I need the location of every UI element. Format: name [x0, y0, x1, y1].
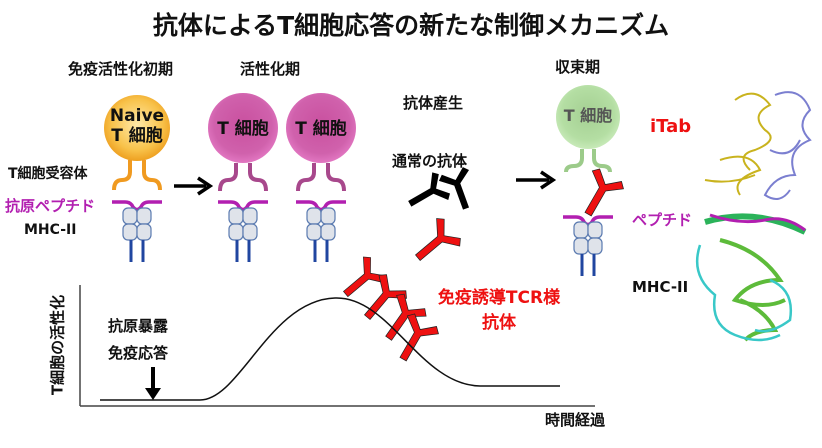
graph-x-label: 時間経過 — [545, 411, 606, 429]
phase-active-label: 活性化期 — [240, 60, 301, 78]
induced-antibody-label-line1: 免疫誘導TCR様 — [437, 288, 561, 308]
resting-cell-label: T 細胞 — [563, 106, 613, 125]
phase-early-label: 免疫活性化初期 — [68, 60, 174, 78]
tcr-label: T細胞受容体 — [8, 166, 88, 182]
arrow-icon — [174, 176, 214, 196]
phase-convergence-label: 収束期 — [555, 58, 601, 76]
naive-cell-label: Naive T 細胞 — [104, 106, 170, 146]
mhc-label: MHC-II — [24, 222, 77, 238]
arrow-icon — [516, 170, 557, 190]
page-title: 抗体によるT細胞応答の新たな制御メカニズム — [152, 11, 670, 40]
naive-cell-label-line2: T 細胞 — [111, 126, 163, 146]
induced-antibody-label: 免疫誘導TCR様 抗体 — [413, 286, 585, 336]
activation-graph — [79, 285, 595, 407]
resting-t-cell — [556, 85, 620, 278]
naive-cell-label-line1: Naive — [109, 106, 165, 126]
itab-mhc-structure-image — [695, 91, 812, 342]
antigen-exposure-line2: 免疫応答 — [108, 344, 169, 362]
mhc-structure-label: MHC-II — [632, 278, 689, 296]
naive-t-cell — [104, 95, 170, 264]
active-t-cell — [286, 93, 356, 264]
antigen-exposure-label: 抗原暴露 免疫応答 — [108, 313, 168, 367]
itab-label: iTab — [650, 116, 692, 137]
active-t-cell — [208, 93, 278, 264]
induced-antibody-label-line2: 抗体 — [482, 313, 516, 333]
normal-antibody-icon — [401, 165, 482, 218]
normal-antibody-label: 通常の抗体 — [392, 152, 468, 170]
down-arrow-icon — [145, 367, 161, 400]
antigen-exposure-line1: 抗原暴露 — [108, 317, 169, 335]
peptide-label: ペプチド — [632, 211, 693, 229]
active-cell-label: T 細胞 — [295, 119, 347, 139]
active-cell-label: T 細胞 — [217, 119, 269, 139]
graph-y-label: T細胞の活性化 — [48, 294, 67, 396]
antigen-peptide-label: 抗原ペプチド — [5, 197, 96, 215]
antibody-production-label: 抗体産生 — [403, 94, 464, 112]
